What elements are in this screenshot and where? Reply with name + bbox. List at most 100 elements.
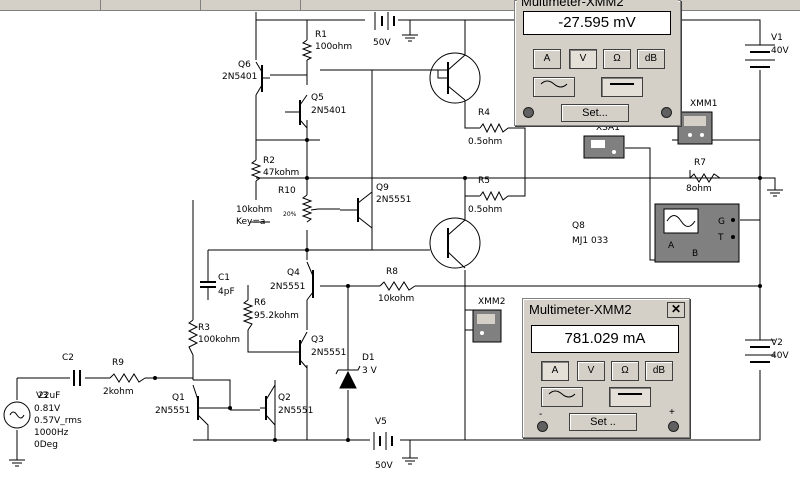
capacitor-c2[interactable]: C2 22uF — [38, 353, 81, 401]
resistor-r4[interactable]: R4 0.5ohm — [468, 108, 509, 147]
resistor-r2[interactable]: R2 47kohm — [250, 156, 299, 200]
ammeter-mode-button[interactable]: A — [533, 49, 561, 69]
q5-ref: Q5 — [311, 93, 324, 103]
set-button[interactable]: Set .. — [569, 413, 637, 431]
instrument-xmm1[interactable]: XMM1 — [677, 99, 717, 145]
close-icon[interactable]: ✕ — [667, 302, 685, 318]
transistor-q2[interactable]: Q2 2N5551 — [260, 384, 313, 426]
scope-t-label: T — [717, 233, 724, 243]
ac-mode-button[interactable] — [533, 77, 575, 97]
dc-mode-button[interactable] — [609, 387, 651, 407]
r9-value: 2kohm — [103, 387, 134, 397]
q9-part: 2N5551 — [376, 195, 411, 205]
ac-mode-button[interactable] — [541, 387, 583, 407]
r6-value: 95.2kohm — [254, 311, 299, 321]
junction-dots — [153, 138, 762, 442]
r10-value: 10kohm — [236, 205, 272, 215]
multimeter-reading: 781.029 mA — [531, 325, 679, 353]
zener-d1[interactable]: D1 3 V — [335, 353, 378, 389]
v2-value: 40V — [771, 351, 789, 361]
c2-ref: C2 — [62, 353, 74, 363]
v2-ref: V2 — [771, 338, 783, 348]
transistor-q7[interactable] — [429, 52, 481, 104]
scope-b-label: B — [692, 249, 698, 259]
transistor-q3[interactable]: Q3 2N5551 — [290, 331, 346, 369]
multimeter-window-bottom[interactable]: Multimeter-XMM2 ✕ 781.029 mA A V Ω dB - … — [522, 298, 690, 438]
resistor-r5[interactable]: R5 0.5ohm — [468, 176, 509, 215]
dc-mode-button[interactable] — [601, 77, 643, 97]
transistor-q1[interactable]: Q1 2N5551 — [155, 384, 230, 440]
top-battery[interactable]: 50V — [373, 12, 418, 48]
toolbar-segment — [100, 0, 201, 10]
instrument-xmm2[interactable]: XMM2 — [472, 297, 505, 343]
r4-value: 0.5ohm — [468, 137, 502, 147]
decibel-mode-button[interactable]: dB — [645, 361, 673, 381]
resistor-r1[interactable]: R1 100ohm — [301, 30, 352, 61]
plus-sign: + — [669, 407, 675, 418]
resistor-r6[interactable]: R6 95.2kohm — [242, 298, 299, 331]
positive-terminal[interactable] — [668, 421, 679, 432]
q1-ref: Q1 — [172, 393, 185, 403]
r4-ref: R4 — [478, 108, 490, 118]
q3-ref: Q3 — [311, 335, 324, 345]
r10-ref: R10 — [278, 186, 296, 196]
q8-ref: Q8 — [572, 221, 585, 231]
transistor-q5[interactable]: Q5 2N5401 — [285, 93, 346, 129]
battery-v2[interactable]: V2 40V — [745, 338, 789, 363]
multimeter-window-top[interactable]: Multimeter-XMM2 -27.595 mV A V Ω dB Set.… — [514, 0, 681, 126]
multimeter-title: Multimeter-XMM2 — [521, 0, 624, 9]
negative-terminal[interactable] — [537, 421, 548, 432]
c2-value: 22uF — [38, 391, 60, 401]
instrument-xsa1[interactable]: XSA1 — [583, 123, 625, 159]
multimeter-reading: -27.595 mV — [523, 11, 671, 35]
r8-ref: R8 — [386, 267, 398, 277]
v3-amplitude: 0.81V — [34, 404, 61, 414]
r8-value: 10kohm — [378, 294, 414, 304]
q5-part: 2N5401 — [311, 106, 346, 116]
q6-part: 2N5401 — [222, 72, 257, 82]
dc-line-icon — [618, 393, 642, 395]
negative-terminal[interactable] — [523, 107, 534, 118]
set-button[interactable]: Set... — [561, 104, 629, 122]
v3-ref: V3 — [36, 391, 48, 401]
ammeter-mode-button[interactable]: A — [541, 361, 569, 381]
resistor-r3[interactable]: R3 100kohm — [187, 319, 240, 356]
voltmeter-mode-button[interactable]: V — [577, 361, 605, 381]
r7-ref: R7 — [694, 158, 706, 168]
voltmeter-mode-button[interactable]: V — [569, 49, 597, 69]
q3-part: 2N5551 — [311, 348, 346, 358]
d1-value: 3 V — [362, 366, 378, 376]
q6-ref: Q6 — [238, 60, 251, 70]
transistor-q8[interactable]: Q8 MJ1 033 — [429, 196, 608, 269]
ohmmeter-mode-button[interactable]: Ω — [611, 361, 639, 381]
capacitor-c1[interactable]: C1 4pF — [200, 250, 235, 300]
dc-line-icon — [610, 83, 634, 85]
transistor-q6[interactable]: Q6 2N5401 — [222, 60, 270, 96]
resistor-r8[interactable]: R8 10kohm — [378, 267, 416, 304]
battery-v1[interactable]: V1 40V — [745, 33, 789, 68]
c1-value: 4pF — [218, 287, 235, 297]
d1-ref: D1 — [362, 353, 375, 363]
r2-ref: R2 — [263, 156, 275, 166]
oscilloscope-instrument[interactable]: G T A B — [654, 203, 740, 263]
decibel-mode-button[interactable]: dB — [637, 49, 665, 69]
r10-percent: 20% — [283, 211, 297, 218]
r1-ref: R1 — [315, 30, 327, 40]
positive-terminal[interactable] — [661, 107, 672, 118]
transistor-q4[interactable]: Q4 2N5551 — [270, 261, 314, 301]
potentiometer-r10[interactable]: R10 10kohm Key=a 20% — [236, 186, 340, 227]
top-battery-value: 50V — [373, 38, 391, 48]
r5-ref: R5 — [478, 176, 490, 186]
multimeter-titlebar[interactable]: Multimeter-XMM2 ✕ — [525, 301, 687, 319]
ohmmeter-mode-button[interactable]: Ω — [603, 49, 631, 69]
resistor-r9[interactable]: R9 2kohm — [103, 358, 146, 397]
q2-ref: Q2 — [278, 393, 291, 403]
transistor-q9[interactable]: Q9 2N5551 — [357, 183, 411, 229]
battery-v5[interactable]: V5 50V — [373, 417, 418, 471]
r6-ref: R6 — [254, 298, 266, 308]
ac-source-v3[interactable]: V3 0.81V 0.57V_rms 1000Hz 0Deg — [3, 391, 82, 467]
multimeter-titlebar[interactable]: Multimeter-XMM2 — [517, 0, 678, 11]
resistor-r7[interactable]: R7 8ohm — [686, 158, 721, 194]
xsa1-ref: XSA1 — [596, 123, 620, 133]
